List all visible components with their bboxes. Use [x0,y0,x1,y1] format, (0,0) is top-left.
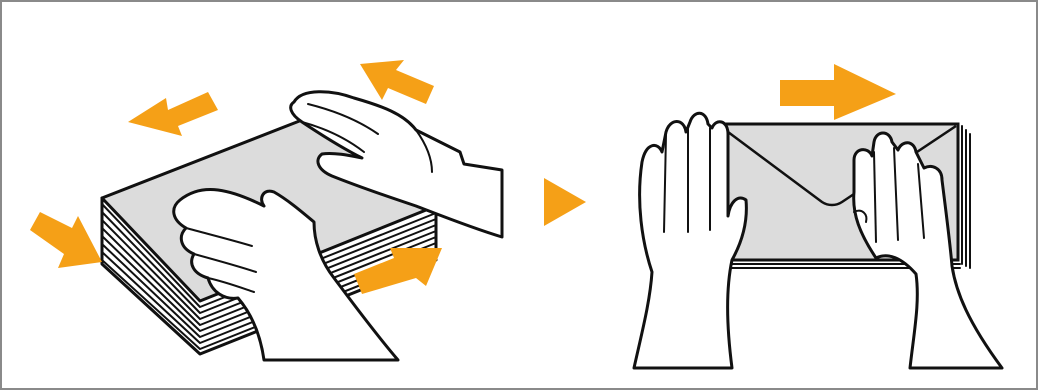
arrow-down-right [30,212,102,268]
arrow-right [780,64,896,120]
left-panel-align-stack [30,60,502,360]
arrow-left [128,92,218,136]
right-panel-square-edges [634,64,1002,368]
arrow-up-right [354,248,442,294]
hand-right-holding [854,133,1002,368]
arrow-up-left [360,60,434,104]
step-separator-triangle [544,178,586,226]
